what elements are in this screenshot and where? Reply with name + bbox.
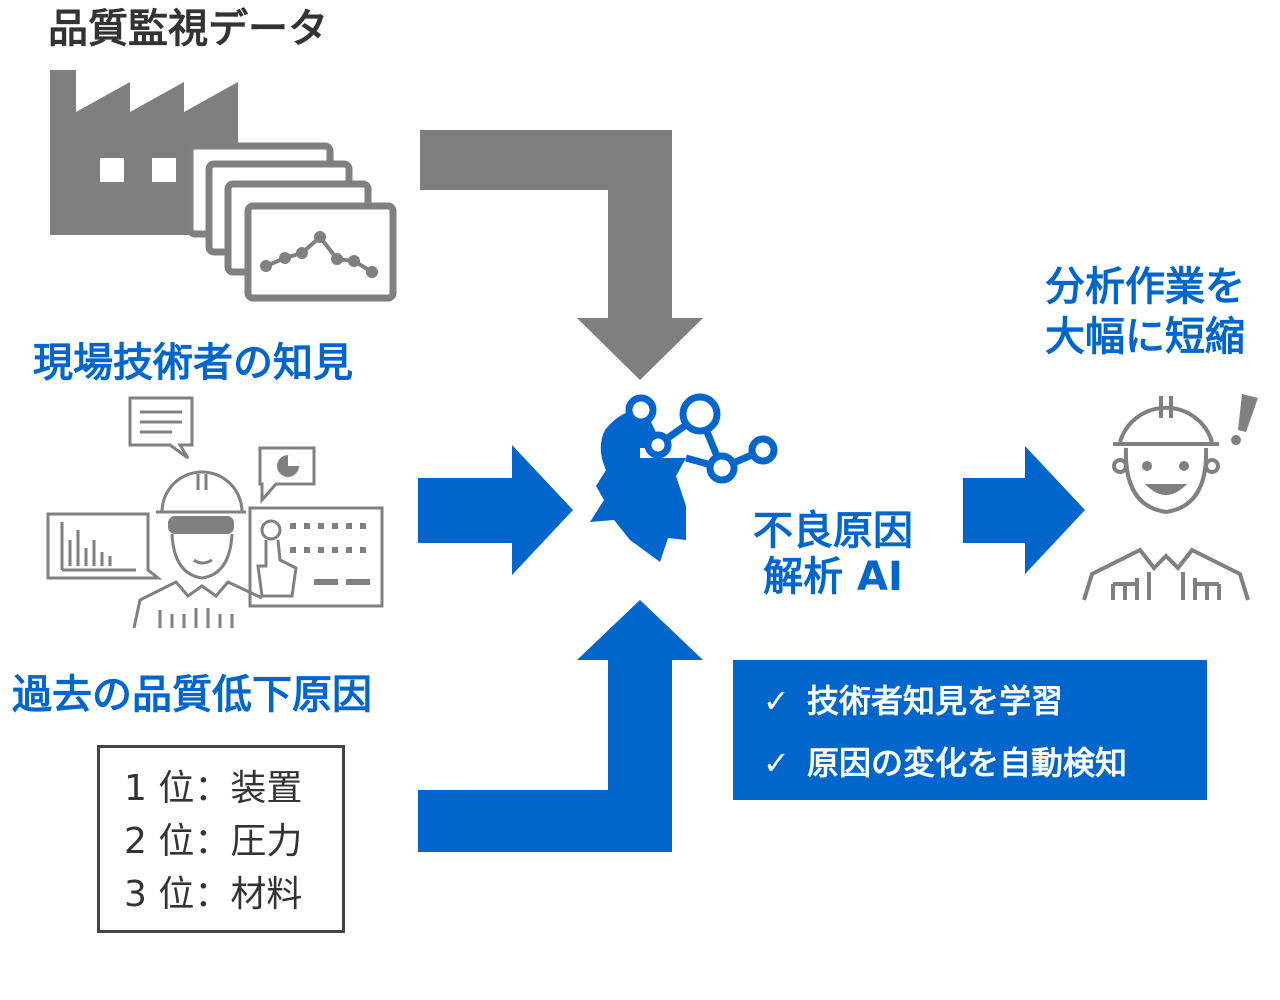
feature-item: ✓ 原因の変化を自動検知: [763, 732, 1207, 794]
result-label-line1: 分析作業を: [1045, 264, 1245, 310]
rank-number: 2 位: [124, 821, 195, 862]
check-icon: ✓: [763, 744, 790, 782]
rank-number: 3 位: [124, 874, 195, 915]
ranking-row: 3 位：材料: [124, 868, 342, 921]
feature-item: ✓ 技術者知見を学習: [763, 670, 1207, 732]
monitor-data-arrow: [420, 130, 703, 380]
worker-icon: [1082, 396, 1250, 601]
ai-head-icon: [590, 393, 778, 562]
chart-screens-icon: [186, 142, 397, 302]
ranking-box: 1 位：装置 2 位：圧力 3 位：材料: [97, 745, 345, 933]
ai-label-line2: 解析 AI: [763, 554, 903, 600]
exclamation-icon: [1231, 394, 1258, 445]
feature-text: 原因の変化を自動検知: [807, 744, 1128, 782]
ai-features-box: ✓ 技術者知見を学習 ✓ 原因の変化を自動検知: [733, 660, 1207, 800]
past-causes-label: 過去の品質低下原因: [12, 672, 372, 718]
ai-label-line1: 不良原因: [753, 508, 913, 554]
result-arrow: [963, 446, 1085, 574]
rank-item: 材料: [230, 874, 303, 915]
result-label: 分析作業を 大幅に短縮: [1020, 262, 1270, 362]
ai-label: 不良原因 解析 AI: [733, 508, 933, 600]
rank-number: 1 位: [124, 768, 195, 809]
rank-item: 圧力: [230, 821, 303, 862]
engineer-knowhow-label: 現場技術者の知見: [33, 340, 353, 386]
rank-separator: ：: [194, 874, 231, 915]
engineer-icon: [46, 396, 384, 629]
ranking-row: 1 位：装置: [124, 762, 342, 815]
rank-item: 装置: [230, 768, 303, 809]
rank-separator: ：: [194, 768, 231, 809]
rank-separator: ：: [194, 821, 231, 862]
feature-text: 技術者知見を学習: [807, 682, 1064, 720]
knowhow-arrow: [418, 445, 573, 575]
ranking-row: 2 位：圧力: [124, 815, 342, 868]
past-causes-arrow: [418, 600, 703, 852]
result-label-line2: 大幅に短縮: [1045, 314, 1245, 360]
check-icon: ✓: [763, 682, 790, 720]
monitor-data-label: 品質監視データ: [48, 6, 328, 52]
line-chart-icon: [260, 231, 378, 278]
